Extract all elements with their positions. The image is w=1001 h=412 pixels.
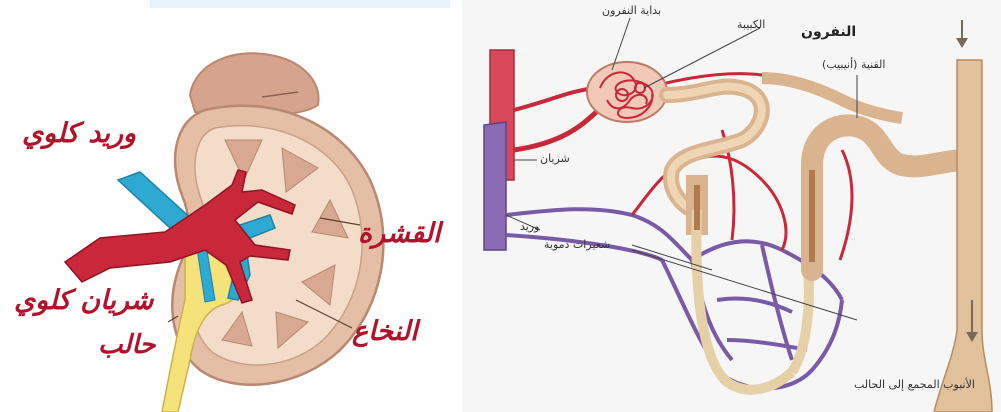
nephron-title: النفرون [801,24,856,40]
label-renal-artery: شريان كلوي [14,285,153,316]
label-vein: وريد [520,220,539,233]
label-glomerulus: الكبيبة [737,18,765,31]
label-medulla: النخاع [352,316,418,347]
kidney-illustration [0,0,462,412]
collecting-duct [934,60,992,412]
watermark-band [150,0,450,8]
loop-ascending [812,125,967,270]
label-capillaries: شعيرات دموية [544,238,610,251]
label-ureter: حالب [98,330,155,360]
label-nephron-start: بداية النفرون [602,4,661,17]
vein-vessel [484,122,506,250]
label-artery: شريان [540,152,570,165]
nephron-diagram: النفرون بداية النفرون الكبيبة القنية (أن… [462,0,1001,412]
label-tubule: القنية (أنيبيب) [822,58,885,71]
label-cortex: القشرة [358,218,441,249]
capillary-network [506,209,842,388]
label-renal-vein: وريد كلوي [22,118,136,149]
label-collecting-duct: الأنبوب المجمع إلى الحالب [854,378,975,391]
kidney-diagram: وريد كلوي القشرة شريان كلوي النخاع حالب [0,0,462,412]
nephron-illustration [462,0,1001,412]
